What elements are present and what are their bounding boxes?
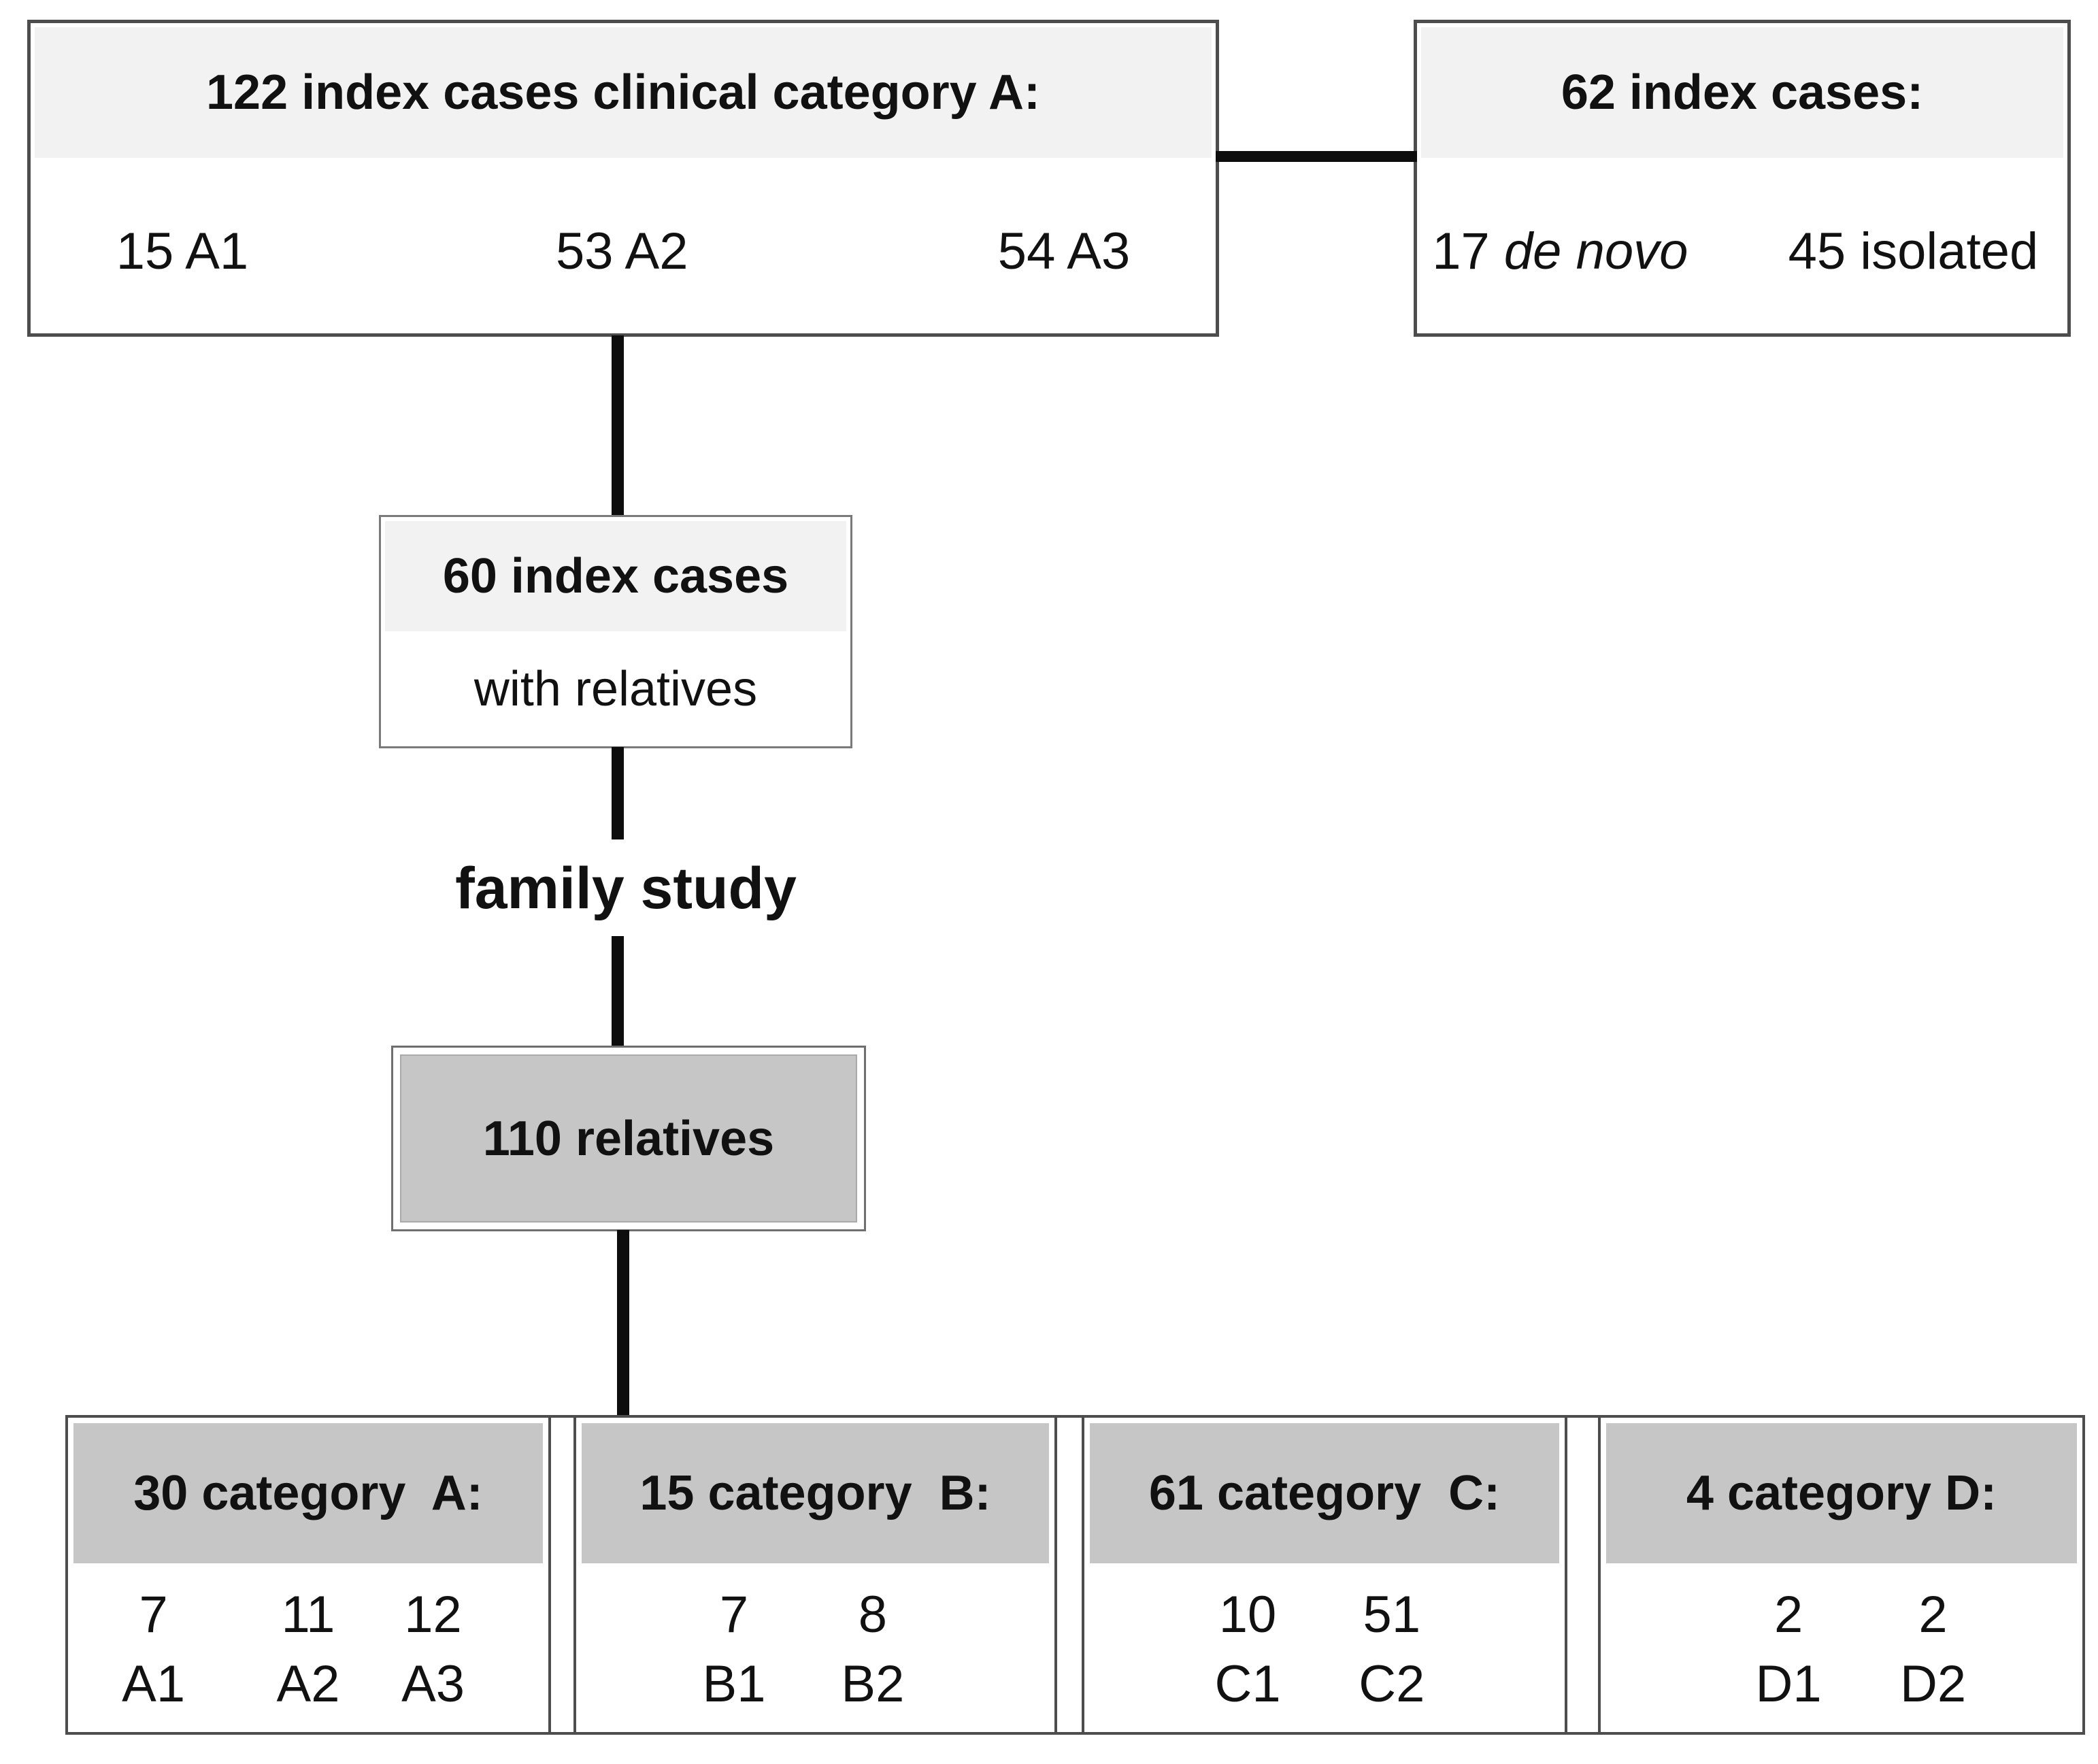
count-c2: 51 bbox=[1363, 1586, 1421, 1644]
box-category-c-title: 61 category C: bbox=[1148, 1466, 1501, 1520]
box-62-index-cases: 62 index cases: 17 de novo 45 isolated bbox=[1414, 20, 2071, 337]
box-category-c-header: 61 category C: bbox=[1090, 1423, 1559, 1563]
box-category-b-title: 15 category B: bbox=[639, 1466, 991, 1520]
box-category-d-header: 4 category D: bbox=[1606, 1423, 2077, 1563]
box-110-panel: 110 relatives bbox=[400, 1054, 857, 1222]
count-d1: 2 bbox=[1774, 1586, 1803, 1644]
value-45-isolated: 45 isolated bbox=[1788, 222, 2039, 280]
count-a3: 12 bbox=[404, 1586, 462, 1644]
box-60-subtitle: with relatives bbox=[473, 661, 758, 716]
label-a3: A3 bbox=[401, 1655, 465, 1713]
box-category-a-title: 30 category A: bbox=[133, 1466, 483, 1520]
label-c2: C2 bbox=[1359, 1655, 1425, 1713]
connector-vertical-2a bbox=[612, 747, 624, 839]
box-category-d-title: 4 category D: bbox=[1686, 1466, 1997, 1520]
box-122-header-band: 122 index cases clinical category A: bbox=[35, 27, 1212, 158]
label-c1: C1 bbox=[1214, 1655, 1281, 1713]
connector-vertical-3 bbox=[617, 1230, 629, 1416]
box-62-values: 17 de novo 45 isolated bbox=[1417, 204, 2067, 299]
count-b2: 8 bbox=[858, 1586, 887, 1644]
box-category-a: 30 category A: 7 11 12 A1 A2 A3 bbox=[65, 1418, 551, 1732]
connector-vertical-1 bbox=[612, 335, 624, 516]
label-a2: A2 bbox=[276, 1655, 340, 1713]
box-60-title: 60 index cases bbox=[442, 549, 789, 603]
bottom-category-row: 30 category A: 7 11 12 A1 A2 A3 15 categ… bbox=[65, 1415, 2085, 1735]
value-17: 17 bbox=[1432, 222, 1504, 280]
value-54-a3: 54 A3 bbox=[997, 222, 1131, 280]
value-53-a2: 53 A2 bbox=[556, 222, 688, 280]
box-122-values: 15 A1 53 A2 54 A3 bbox=[31, 204, 1216, 299]
value-17-de-novo: 17 de novo bbox=[1432, 204, 1688, 299]
connector-vertical-2b bbox=[612, 936, 624, 1047]
box-category-a-header: 30 category A: bbox=[73, 1423, 543, 1563]
box-62-title: 62 index cases: bbox=[1561, 65, 1924, 120]
label-d2: D2 bbox=[1899, 1655, 1967, 1713]
box-122-index-cases: 122 index cases clinical category A: 15 … bbox=[27, 20, 1219, 337]
count-d2: 2 bbox=[1918, 1586, 1948, 1644]
box-category-d: 4 category D: 2 2 D1 D2 bbox=[1598, 1418, 2085, 1732]
label-d1: D1 bbox=[1755, 1655, 1822, 1713]
label-b2: B2 bbox=[841, 1655, 905, 1713]
count-c1: 10 bbox=[1218, 1586, 1277, 1644]
label-a1: A1 bbox=[122, 1655, 186, 1713]
label-de-novo: de novo bbox=[1503, 222, 1688, 280]
edge-label-family-study: family study bbox=[455, 856, 797, 921]
box-110-title: 110 relatives bbox=[482, 1111, 775, 1166]
box-62-header-band: 62 index cases: bbox=[1421, 27, 2063, 158]
value-15-a1: 15 A1 bbox=[116, 222, 249, 280]
box-category-b: 15 category B: 7 8 B1 B2 bbox=[573, 1418, 1057, 1732]
label-b1: B1 bbox=[702, 1655, 766, 1713]
box-110-relatives: 110 relatives bbox=[391, 1046, 866, 1231]
box-60-header-band: 60 index cases bbox=[385, 521, 846, 631]
box-category-c: 61 category C: 10 51 C1 C2 bbox=[1082, 1418, 1567, 1732]
count-a1: 7 bbox=[139, 1586, 168, 1644]
box-60-index-cases: 60 index cases with relatives bbox=[379, 515, 852, 748]
box-122-title: 122 index cases clinical category A: bbox=[206, 65, 1040, 120]
count-a2: 11 bbox=[281, 1586, 335, 1644]
connector-top-horizontal bbox=[1216, 151, 1417, 162]
count-b1: 7 bbox=[719, 1586, 749, 1644]
box-category-b-header: 15 category B: bbox=[582, 1423, 1049, 1563]
